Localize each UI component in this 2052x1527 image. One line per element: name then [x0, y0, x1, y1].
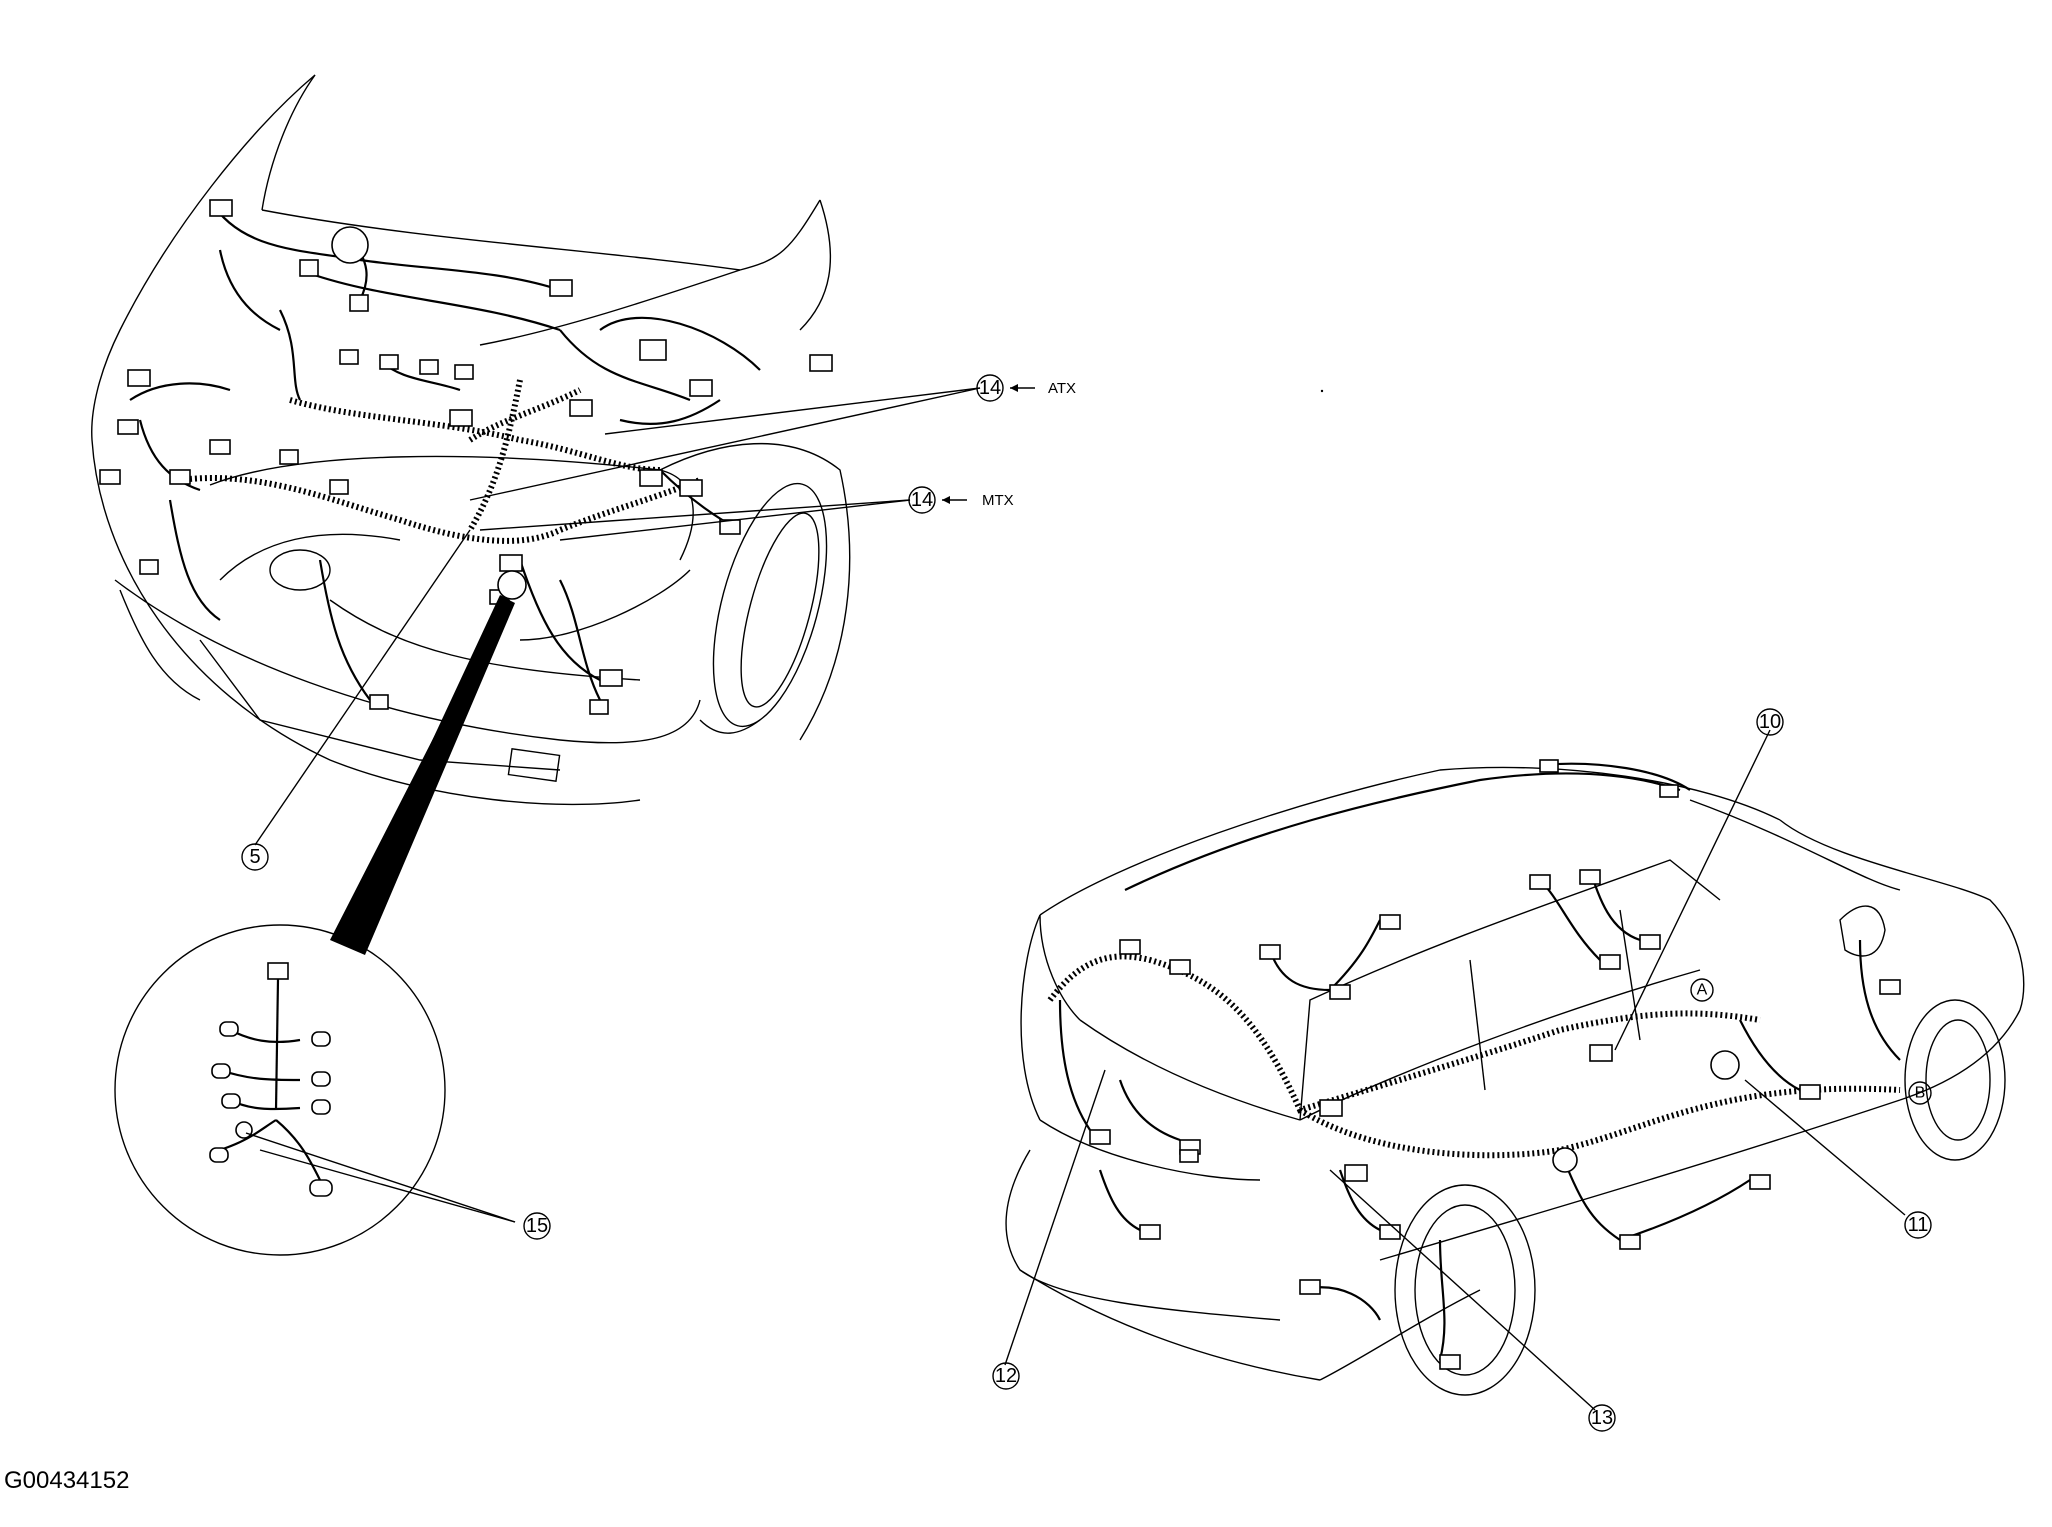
marker-a-label: A	[1697, 982, 1708, 999]
zoom-wedge-side	[330, 598, 515, 955]
callout-15-number: 15	[526, 1215, 548, 1237]
callout-13: 13	[1588, 1404, 1616, 1432]
callout-14-atx-number: 14	[979, 377, 1001, 399]
callout-12: 12	[992, 1362, 1020, 1390]
callout-14-mtx: 14 MTX	[908, 486, 1014, 514]
figure-id-label: G00434152	[4, 1467, 129, 1494]
callout-15: 15	[523, 1212, 551, 1240]
callout-5-number: 5	[249, 846, 260, 868]
callout-14-mtx-number: 14	[911, 489, 933, 511]
marker-a: A	[1690, 978, 1714, 1002]
callout-11-number: 11	[1908, 1214, 1929, 1236]
callout-10-number: 10	[1759, 711, 1781, 733]
marker-b: B	[1908, 1081, 1932, 1105]
stray-dot	[1320, 389, 1324, 393]
marker-b-label: B	[1915, 1085, 1926, 1102]
callout-12-number: 12	[995, 1365, 1017, 1387]
leader-lines	[245, 387, 1906, 1411]
callout-11: 11	[1904, 1211, 1932, 1239]
callout-5: 5	[241, 843, 269, 871]
callout-14-atx-tag: ATX	[1048, 380, 1076, 397]
callout-14-mtx-tag: MTX	[982, 492, 1014, 509]
callout-13-number: 13	[1591, 1407, 1613, 1429]
ground-detail-view	[114, 924, 446, 1256]
rear-body-view	[1005, 759, 2025, 1396]
callout-14-atx: 14 ATX	[976, 374, 1076, 402]
front-engine-bay-view	[91, 74, 851, 806]
callout-10: 10	[1756, 708, 1784, 736]
